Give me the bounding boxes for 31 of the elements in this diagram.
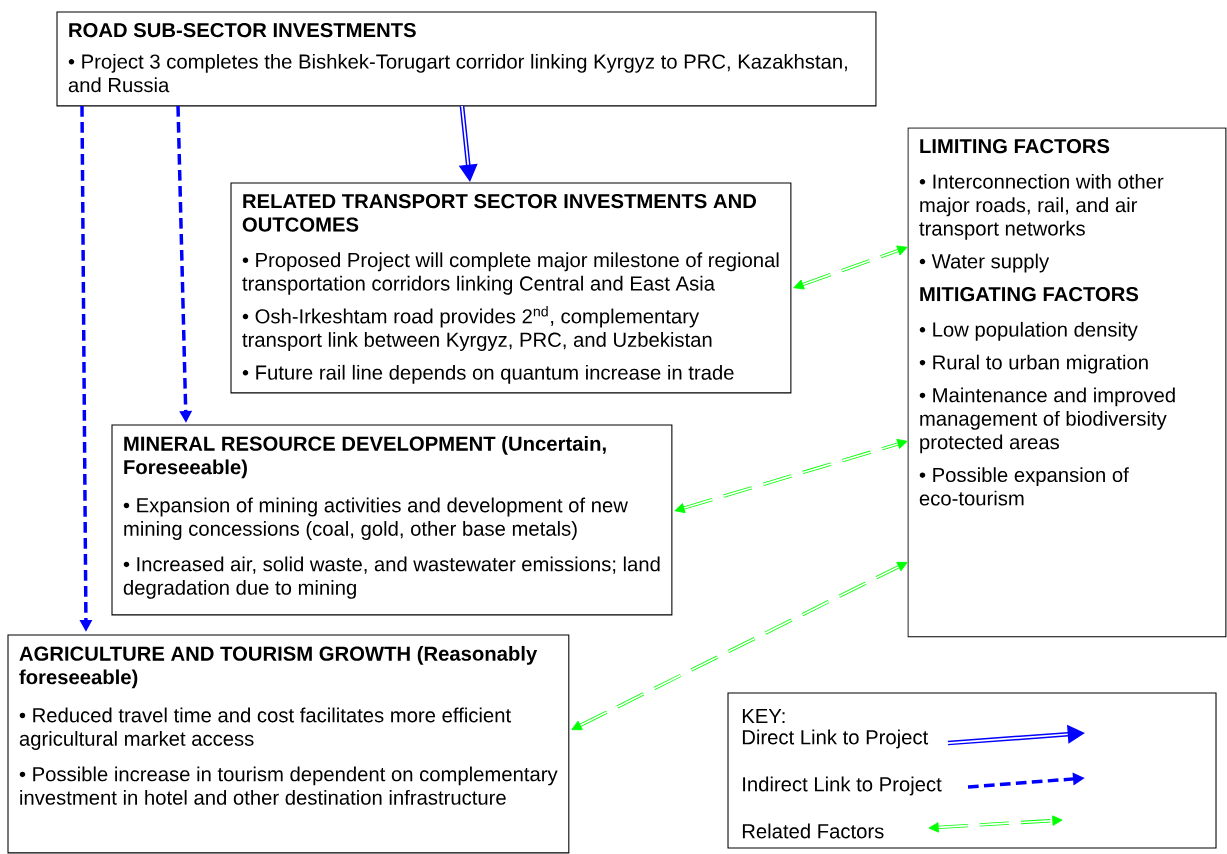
heading: RELATED TRANSPORT SECTOR INVESTMENTS AND OUTCOMES — [242, 193, 756, 232]
arrow — [793, 245, 908, 290]
bullet-text: • Reduced travel time and cost facilitates more efficient agricultural market access — [19, 707, 511, 750]
heading: LIMITING FACTORS — [920, 138, 1110, 154]
bullet-text: • Expansion of mining activities and development of new mining concessions (coal, gold, other base metals) — [123, 497, 628, 540]
bullet-text: • Proposed Project will complete major milestone of regional transportation corridors linking Central and East Asia — [242, 252, 779, 295]
heading: MINERAL RESOURCE DEVELOPMENT (Uncertain, Foreseeable) — [124, 435, 606, 479]
bullet-text: • Rural to urban migration — [919, 354, 1148, 374]
bullet-text: • Osh-Irkeshtam road provides 2$^{nd}$, complementary transport link between Kyrgyz, PRC, and Uzbekistan — [242, 306, 712, 351]
arrow — [571, 561, 908, 731]
bullet-text: • Possible expansion of eco-tourism — [919, 467, 1129, 506]
bullet-text: • Water supply — [919, 253, 1050, 273]
legend-label: Related Factors — [742, 823, 884, 839]
bullet-text: • Possible increase in tourism dependent on complementary investment in hotel and other destination infrastructure — [19, 766, 558, 805]
heading: AGRICULTURE AND TOURISM GROWTH (Reasonably foreseeable) — [19, 645, 538, 689]
bullet-text: • Low population density — [919, 321, 1138, 341]
bullet-text: • Increased air, solid waste, and wastewater emissions; land degradation due to mining — [123, 556, 660, 599]
text-box — [111, 424, 673, 616]
bullet-text: • Interconnection with other major roads, rail, and air transport networks — [919, 173, 1164, 240]
heading: MITIGATING FACTORS — [920, 286, 1139, 302]
bullet-text: • Project 3 completes the Bishkek-Torugart corridor linking Kyrgyz to PRC, Kazakhstan, and Russia — [68, 53, 847, 93]
arrow — [674, 438, 908, 514]
text-box — [230, 182, 792, 394]
legend-label: Indirect Link to Project — [743, 776, 942, 796]
bullet-text: • Future rail line depends on quantum increase in trade — [242, 364, 734, 384]
text-box — [7, 634, 570, 854]
bullet-text: • Maintenance and improved management of biodiversity protected areas — [919, 387, 1175, 454]
heading: ROAD SUB-SECTOR INVESTMENTS — [69, 22, 416, 38]
text-box — [56, 11, 877, 107]
legend-label: Direct Link to Project — [742, 729, 929, 749]
text-box — [907, 127, 1227, 638]
